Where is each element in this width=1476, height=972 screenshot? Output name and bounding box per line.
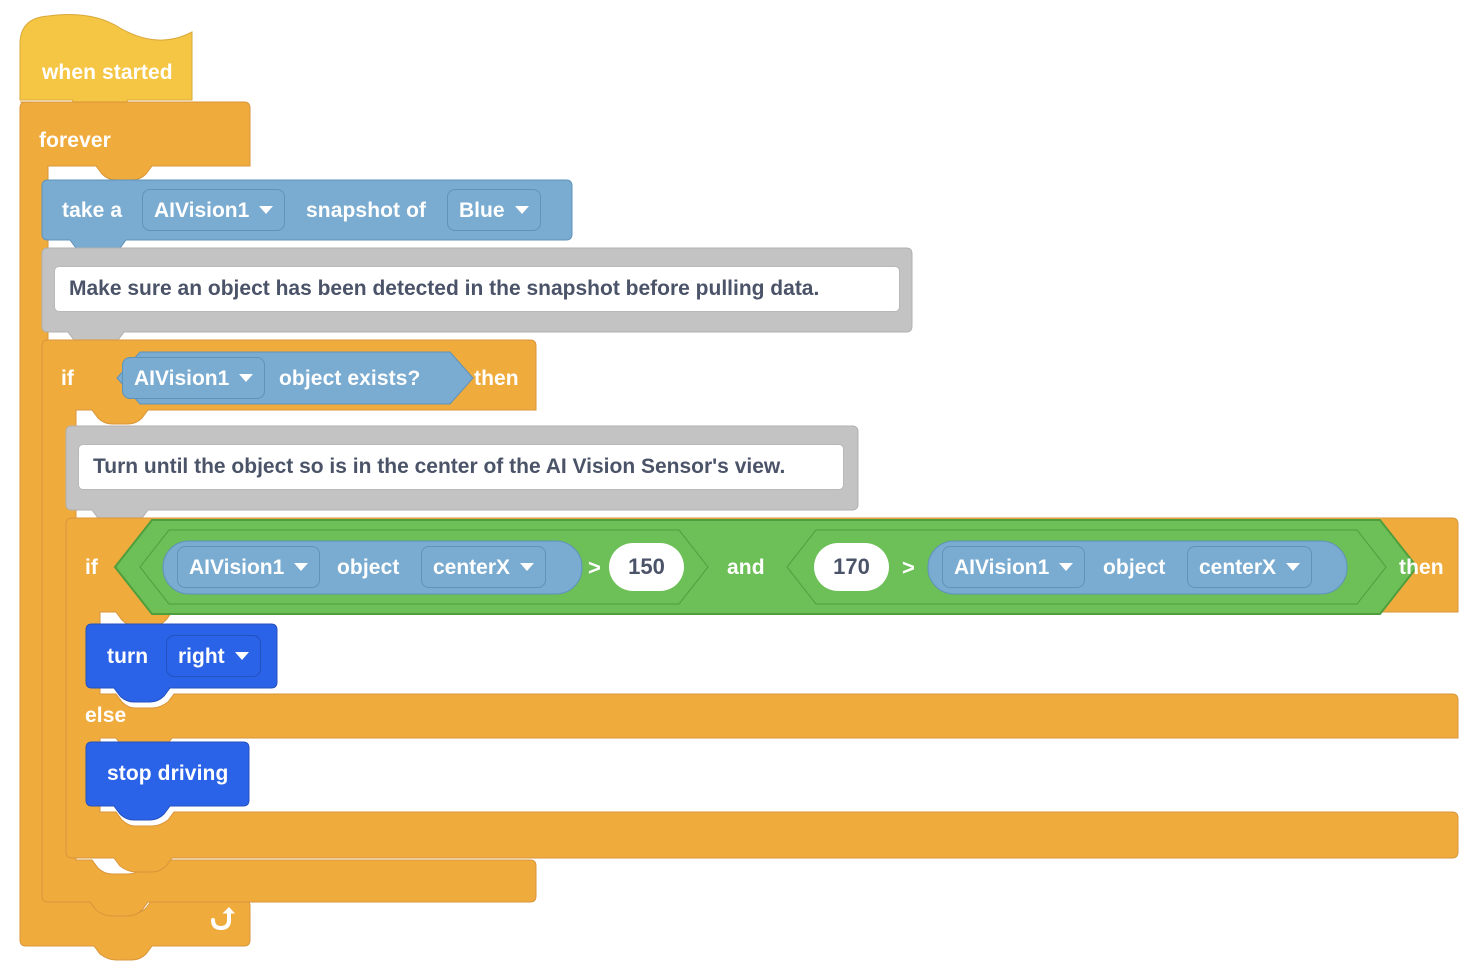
object-exists-label: object exists? — [279, 367, 421, 390]
centerx-left-property-value: centerX — [433, 555, 511, 579]
comment-1-text[interactable]: Make sure an object has been detected in… — [54, 266, 900, 312]
centerx-right-property-dropdown[interactable]: centerX — [1187, 546, 1313, 588]
forever-label: forever — [39, 129, 111, 152]
if-exists-device-dropdown[interactable]: AIVision1 — [122, 357, 266, 399]
snapshot-device-dropdown[interactable]: AIVision1 — [142, 189, 286, 231]
centerx-right-device-value: AIVision1 — [954, 555, 1050, 579]
chevron-down-icon — [259, 206, 274, 214]
chevron-down-icon — [514, 206, 529, 214]
if-center-if-label: if — [85, 556, 99, 579]
greater-than-right-operator: > — [902, 555, 915, 580]
snapshot-of-label: snapshot of — [306, 199, 427, 222]
if-exists-then-label: then — [474, 367, 519, 390]
if-object-exists-block-shape[interactable] — [41, 339, 537, 917]
and-operator-label: and — [727, 556, 765, 579]
greater-than-left-operator: > — [588, 555, 601, 580]
centerx-left-property-dropdown[interactable]: centerX — [421, 546, 547, 588]
turn-direction-value: right — [178, 644, 225, 668]
threshold-150-input[interactable]: 150 — [609, 543, 684, 591]
chevron-down-icon — [239, 374, 254, 382]
comment-2-text[interactable]: Turn until the object so is in the cente… — [78, 444, 844, 490]
if-center-then-label: then — [1399, 556, 1444, 579]
centerx-left-device-dropdown[interactable]: AIVision1 — [177, 546, 321, 588]
if-exists-device-value: AIVision1 — [134, 366, 230, 390]
centerx-left-device-value: AIVision1 — [189, 555, 285, 579]
snapshot-signature-dropdown[interactable]: Blue — [447, 189, 541, 231]
chevron-down-icon — [294, 563, 309, 571]
take-a-label: take a — [62, 199, 123, 222]
chevron-down-icon — [520, 563, 535, 571]
centerx-right-property-value: centerX — [1199, 555, 1277, 579]
snapshot-device-value: AIVision1 — [154, 198, 250, 222]
chevron-down-icon — [1286, 563, 1301, 571]
stop-driving-block-shape[interactable] — [85, 741, 250, 821]
when-started-label: when started — [42, 61, 173, 84]
chevron-down-icon — [234, 652, 249, 660]
centerx-left-object-label: object — [337, 556, 400, 579]
stop-driving-label: stop driving — [107, 762, 229, 785]
chevron-down-icon — [1059, 563, 1074, 571]
centerx-right-object-label: object — [1103, 556, 1166, 579]
turn-label: turn — [107, 645, 149, 668]
centerx-right-device-dropdown[interactable]: AIVision1 — [942, 546, 1086, 588]
else-label: else — [85, 704, 127, 727]
if-exists-if-label: if — [61, 367, 75, 390]
threshold-170-input[interactable]: 170 — [814, 543, 889, 591]
turn-direction-dropdown[interactable]: right — [166, 635, 261, 677]
snapshot-signature-value: Blue — [459, 198, 505, 222]
loop-arrow-icon — [211, 907, 235, 931]
